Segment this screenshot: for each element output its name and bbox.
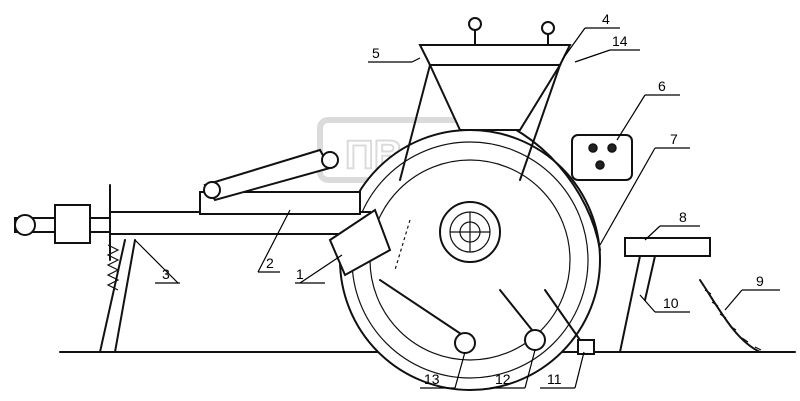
callout-9: 9	[756, 273, 764, 289]
callout-3: 3	[162, 266, 170, 282]
lower-linkage	[379, 279, 595, 355]
callout-5: 5	[372, 45, 380, 61]
callout-2: 2	[266, 255, 274, 271]
lift-chain	[394, 219, 411, 271]
callout-1: 1	[296, 266, 304, 282]
callout-14: 14	[612, 33, 628, 49]
callout-8: 8	[679, 209, 687, 225]
callout-10: 10	[663, 295, 679, 311]
callout-7: 7	[670, 131, 678, 147]
callout-6: 6	[658, 78, 666, 94]
callout-13: 13	[424, 371, 440, 387]
callout-4: 4	[602, 11, 610, 27]
callout-11: 11	[547, 371, 562, 387]
callout-12: 12	[495, 371, 511, 387]
hydraulic-cylinder	[203, 148, 339, 202]
seed-hopper	[399, 17, 572, 181]
disc-hub	[439, 201, 501, 263]
support-leg-front	[99, 239, 136, 353]
frame-plate	[328, 208, 392, 277]
rear-frame	[619, 237, 711, 353]
drag-chain	[699, 279, 796, 353]
drawbar-frame	[14, 184, 371, 261]
drive-box	[571, 134, 633, 181]
